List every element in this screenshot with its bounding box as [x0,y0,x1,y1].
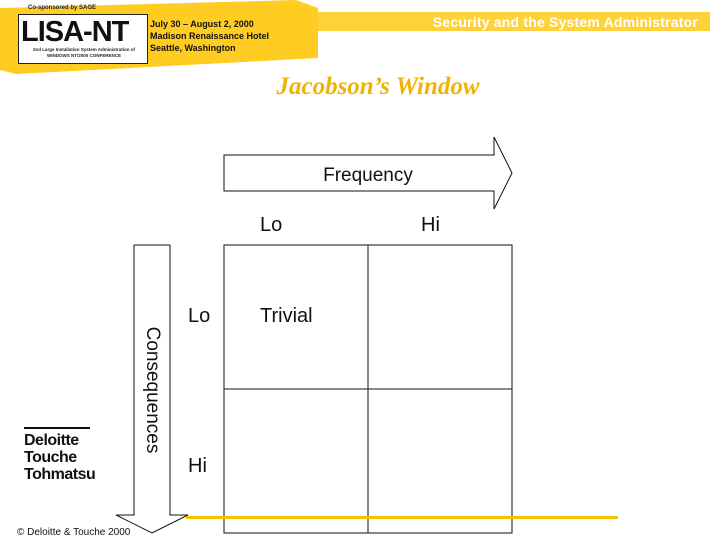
logo-word-2: Touche [24,449,77,466]
logo-word-3: Tohmatsu [24,466,96,483]
frequency-arrow [223,136,513,210]
conference-subtitle: 2nd Large Installation System Administra… [32,47,136,58]
consequences-label: Consequences [142,326,163,454]
cell-lo-lo: Trivial [260,305,313,327]
footer-divider [186,516,618,519]
frequency-label: Frequency [323,165,413,186]
column-label-lo: Lo [260,214,283,236]
conference-dates: July 30 – August 2, 2000 [150,19,254,29]
logo-word-1: Deloitte [24,432,79,449]
lisa-nt-logo: LISA-NT 2nd Large Installation System Ad… [18,14,148,64]
consequences-arrow [115,244,189,534]
copyright-text: © Deloitte & Touche 2000 [17,527,131,538]
row-label-hi: Hi [188,455,207,477]
conference-location: Seattle, Washington [150,43,236,53]
presentation-title: Security and the System Administrator [432,14,698,30]
logo-bar [24,427,90,429]
column-label-hi: Hi [421,214,440,236]
header-title-bar: Security and the System Administrator [318,12,710,31]
slide-title: Jacobson’s Window [276,73,480,100]
co-sponsor-text: Co-sponsored by SAGE [28,5,97,11]
deloitte-logo: Deloitte Touche Tohmatsu [24,427,106,483]
conference-venue: Madison Renaissance Hotel [150,31,270,41]
conference-name: LISA-NT [21,16,129,48]
row-label-lo: Lo [188,305,211,327]
conference-details: July 30 – August 2, 2000 Madison Renaiss… [150,18,269,54]
